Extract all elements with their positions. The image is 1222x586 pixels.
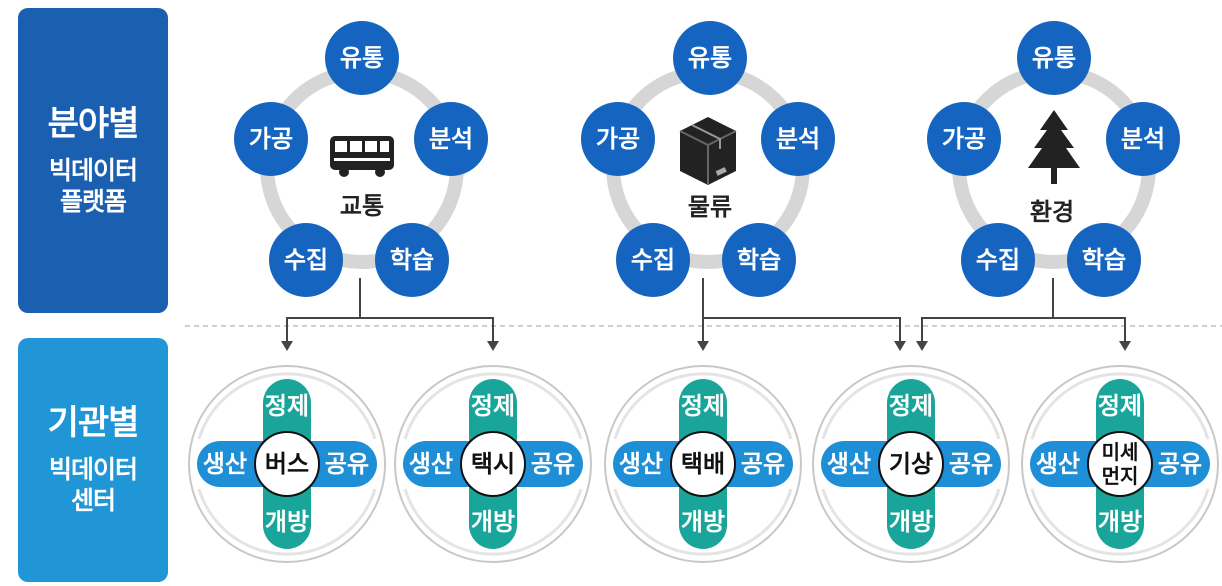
svg-text:개방: 개방: [681, 508, 725, 536]
node-processing: 가공: [581, 102, 655, 176]
sidebar-field-line2: 플랫폼: [59, 186, 127, 216]
sidebar-agency-title: 기관별: [47, 403, 140, 444]
svg-text:가공: 가공: [942, 125, 986, 153]
node-learning: 학습: [722, 223, 796, 297]
svg-text:정제: 정제: [1098, 392, 1142, 420]
sidebar-field-line1: 빅데이터: [48, 155, 138, 185]
svg-text:수집: 수집: [631, 246, 675, 274]
svg-text:정제: 정제: [265, 392, 309, 420]
svg-text:공유: 공유: [531, 450, 575, 478]
svg-text:분석: 분석: [1121, 125, 1165, 153]
svg-text:유통: 유통: [1032, 44, 1076, 72]
node-analysis: 분석: [414, 102, 488, 176]
agency-center-taxi: 정제 개방 생산 공유 택시: [394, 365, 592, 563]
node-processing: 가공: [927, 102, 1001, 176]
sidebar-agency-center: 기관별 빅데이터 센터: [18, 338, 168, 582]
svg-text:학습: 학습: [390, 246, 434, 274]
svg-text:학습: 학습: [737, 246, 781, 274]
platform-center-label: 환경: [1030, 198, 1074, 226]
sidebar-agency-line2: 센터: [70, 486, 116, 516]
platform-environment: 환경 유통 분석 학습 수집 가공: [927, 21, 1180, 297]
svg-text:분석: 분석: [429, 125, 473, 153]
sidebar-agency-line1: 빅데이터: [48, 455, 138, 485]
svg-text:개방: 개방: [889, 508, 933, 536]
platform-center-label: 교통: [340, 192, 384, 220]
center-core-label: 택배: [681, 450, 725, 478]
node-learning: 학습: [1067, 223, 1141, 297]
svg-text:생산: 생산: [619, 450, 663, 478]
center-core-label: 택시: [471, 450, 515, 478]
center-core-label-line2: 먼지: [1102, 464, 1139, 488]
svg-text:정제: 정제: [889, 392, 933, 420]
connector-arrowheads: [281, 341, 1131, 351]
svg-text:분석: 분석: [776, 125, 820, 153]
node-distribution: 유통: [673, 21, 747, 95]
svg-text:생산: 생산: [827, 450, 871, 478]
node-processing: 가공: [234, 102, 308, 176]
node-collection: 수집: [269, 223, 343, 297]
sidebar-field-platform: 분야별 빅데이터 플랫폼: [18, 8, 168, 313]
connector-lines: [286, 278, 1126, 343]
svg-text:유통: 유통: [340, 44, 384, 72]
agency-center-bus: 정제 개방 생산 공유 버스: [188, 365, 386, 563]
box-icon: [679, 117, 737, 185]
node-learning: 학습: [375, 223, 449, 297]
svg-text:개방: 개방: [1098, 508, 1142, 536]
svg-text:공유: 공유: [741, 450, 785, 478]
node-distribution: 유통: [1017, 21, 1091, 95]
svg-text:가공: 가공: [596, 125, 640, 153]
svg-text:정제: 정제: [681, 392, 725, 420]
svg-text:생산: 생산: [1036, 450, 1080, 478]
svg-text:수집: 수집: [976, 246, 1020, 274]
bus-icon: [330, 136, 394, 177]
svg-text:공유: 공유: [949, 450, 993, 478]
node-distribution: 유통: [325, 21, 399, 95]
platform-traffic: 교통 유통 분석 학습 수집 가공: [234, 21, 488, 297]
agency-center-fine-dust: 정제 개방 생산 공유 미세 먼지: [1021, 365, 1219, 563]
center-core-label: 기상: [889, 450, 933, 478]
svg-text:공유: 공유: [325, 450, 369, 478]
svg-text:유통: 유통: [688, 44, 732, 72]
svg-text:생산: 생산: [409, 450, 453, 478]
platform-logistics: 물류 유통 분석 학습 수집 가공: [581, 21, 835, 297]
sidebar-field-title: 분야별: [47, 103, 140, 144]
svg-text:공유: 공유: [1158, 450, 1202, 478]
node-collection: 수집: [616, 223, 690, 297]
center-core-label-line1: 미세: [1102, 440, 1139, 464]
platform-center-label: 물류: [688, 193, 732, 221]
tree-icon: [1028, 110, 1080, 184]
svg-text:개방: 개방: [265, 508, 309, 536]
svg-text:정제: 정제: [471, 392, 515, 420]
svg-text:가공: 가공: [249, 125, 293, 153]
svg-text:학습: 학습: [1082, 246, 1126, 274]
center-core-label: 버스: [265, 450, 309, 478]
agency-center-weather: 정제 개방 생산 공유 기상: [812, 365, 1010, 563]
node-analysis: 분석: [761, 102, 835, 176]
svg-text:수집: 수집: [284, 246, 328, 274]
svg-text:생산: 생산: [203, 450, 247, 478]
svg-text:개방: 개방: [471, 508, 515, 536]
node-collection: 수집: [961, 223, 1035, 297]
node-analysis: 분석: [1106, 102, 1180, 176]
agency-center-delivery: 정제 개방 생산 공유 택배: [604, 365, 802, 563]
